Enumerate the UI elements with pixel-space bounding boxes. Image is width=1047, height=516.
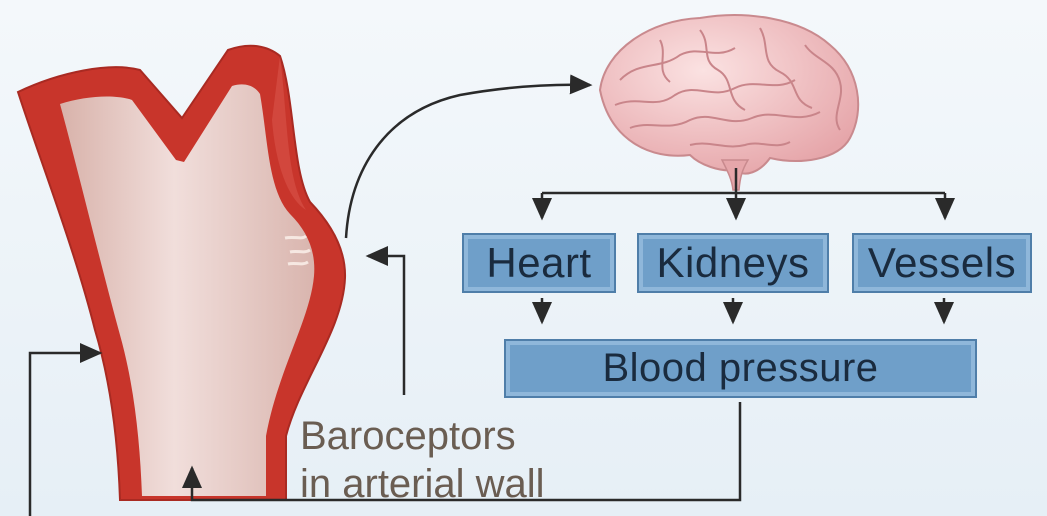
artery-illustration — [18, 46, 345, 500]
kidneys-box: Kidneys — [637, 233, 829, 293]
heart-label: Heart — [486, 239, 591, 287]
blood-pressure-box: Blood pressure — [504, 339, 977, 398]
blood-pressure-label: Blood pressure — [602, 346, 878, 391]
brain-illustration — [600, 15, 858, 190]
brain-shape — [600, 15, 858, 174]
baroceptors-caption-line2: in arterial wall — [300, 460, 545, 508]
brain-output-arrows — [542, 168, 945, 218]
kidneys-label: Kidneys — [657, 239, 810, 287]
heart-box: Heart — [462, 233, 616, 293]
organ-to-bp-arrows — [542, 298, 944, 322]
vessels-box: Vessels — [852, 233, 1032, 293]
baroceptors-caption: Baroceptors in arterial wall — [300, 412, 545, 508]
arrow-baroceptors-to-brain — [346, 85, 590, 238]
baroceptors-caption-line1: Baroceptors — [300, 412, 545, 460]
vessels-label: Vessels — [868, 239, 1016, 287]
